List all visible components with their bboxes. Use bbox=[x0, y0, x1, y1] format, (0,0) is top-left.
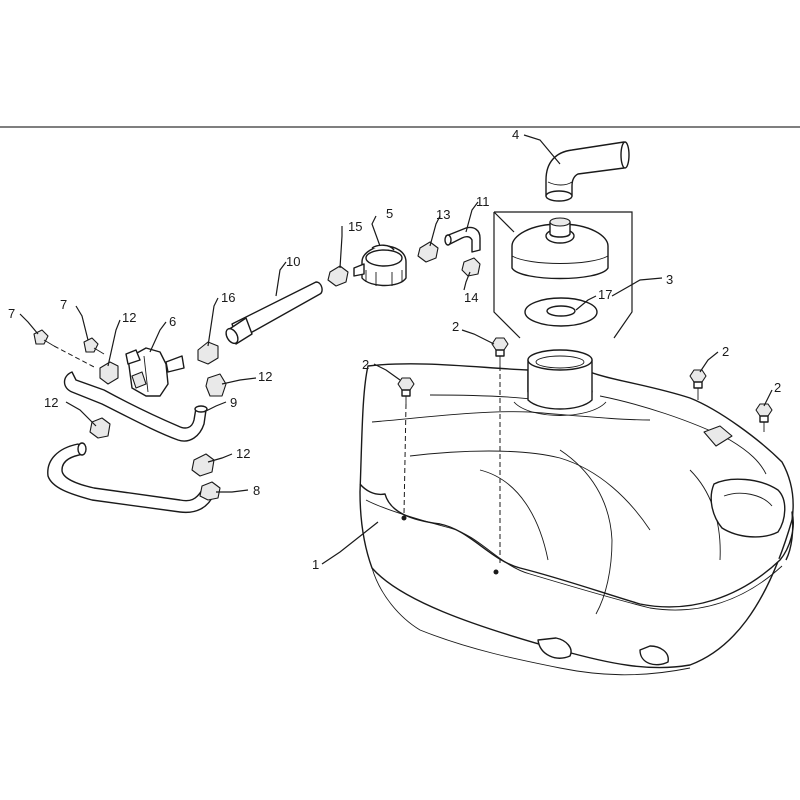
mounting-bolt bbox=[397, 377, 415, 404]
callout-15: 15 bbox=[348, 219, 362, 234]
mounting-bolt bbox=[755, 403, 773, 432]
hose-clamp bbox=[89, 417, 111, 439]
hose-clamp bbox=[99, 361, 119, 385]
callout-14: 14 bbox=[464, 290, 478, 305]
callout-2: 2 bbox=[774, 380, 781, 395]
callout-labels: 1 2 2 2 2 3 4 5 6 7 7 8 9 10 11 12 12 12… bbox=[8, 127, 781, 572]
mounting-bolt bbox=[689, 369, 707, 400]
callout-12: 12 bbox=[258, 369, 272, 384]
elbow-fitting bbox=[444, 226, 481, 253]
fuel-cap bbox=[511, 217, 609, 280]
callout-10: 10 bbox=[286, 254, 300, 269]
callout-17: 17 bbox=[598, 287, 612, 302]
fuel-cock bbox=[125, 347, 185, 397]
callout-5: 5 bbox=[386, 206, 393, 221]
hose-clamp bbox=[417, 241, 439, 263]
callout-7: 7 bbox=[8, 306, 15, 321]
callout-12: 12 bbox=[44, 395, 58, 410]
vacuum-hose bbox=[63, 371, 208, 442]
hose-clamp bbox=[327, 265, 349, 287]
cap-assembly-frame bbox=[493, 211, 633, 339]
callout-1: 1 bbox=[312, 557, 319, 572]
screw bbox=[83, 337, 105, 355]
cap-gasket bbox=[524, 297, 598, 327]
callout-6: 6 bbox=[169, 314, 176, 329]
mounting-bolt bbox=[491, 337, 509, 366]
callout-4: 4 bbox=[512, 127, 519, 142]
callout-9: 9 bbox=[230, 395, 237, 410]
callout-12: 12 bbox=[236, 446, 250, 461]
callout-7: 7 bbox=[60, 297, 67, 312]
callout-2: 2 bbox=[362, 357, 369, 372]
hose-clamp bbox=[191, 453, 215, 477]
fuel-filter bbox=[353, 244, 407, 287]
leader-lines bbox=[19, 134, 773, 565]
callout-16: 16 bbox=[221, 290, 235, 305]
callout-12: 12 bbox=[122, 310, 136, 325]
hose-clip bbox=[461, 257, 481, 277]
hose-clamp bbox=[205, 373, 227, 397]
hose-clamp bbox=[199, 481, 221, 501]
callout-2: 2 bbox=[452, 319, 459, 334]
callout-2: 2 bbox=[722, 344, 729, 359]
drain-hose bbox=[47, 442, 215, 514]
callout-11: 11 bbox=[476, 194, 490, 209]
fuel-tank bbox=[359, 349, 794, 676]
breather-hose-elbow bbox=[545, 141, 630, 202]
fuel-hose bbox=[225, 281, 323, 345]
callout-3: 3 bbox=[666, 272, 673, 287]
callout-8: 8 bbox=[253, 483, 260, 498]
callout-13: 13 bbox=[436, 207, 450, 222]
